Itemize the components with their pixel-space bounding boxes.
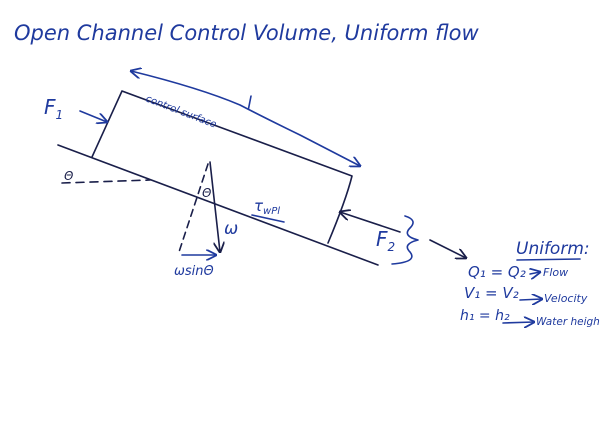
length-label: l [247,93,252,114]
f2-label: F2 [376,227,395,254]
theta-bed-label: Θ [64,169,74,183]
weight-label: ω [224,219,238,239]
arrow-flow [530,272,540,274]
arrow-height [502,322,534,323]
shear-underline [251,214,285,223]
page-title: Open Channel Control Volume, Uniform flo… [14,21,479,45]
eq-flow: Q₁ = Q₂ [468,263,526,281]
control-volume-outline [91,90,353,244]
uniform-heading: Uniform: [516,239,590,259]
f1-arrow [79,110,107,122]
weight-component-label: ωsinΘ [174,264,214,279]
length-arrow [131,71,360,166]
uniform-underline [516,258,581,261]
f1-label: F1 [44,95,63,122]
f2-arrow [340,212,401,233]
horizontal-reference-dashed [61,179,151,184]
weight-arrow [209,161,220,252]
eq-velocity: V₁ = V₂ [464,284,519,302]
control-surface-label: control surface [144,94,218,131]
weight-normal-dashed [177,163,209,256]
brace [391,215,419,265]
meaning-height: Water height [536,316,600,328]
meaning-flow: Flow [543,266,568,279]
pointer-arrow [429,239,466,258]
meaning-velocity: Velocity [544,292,588,305]
channel-bed-line [57,144,379,266]
arrow-velocity [519,299,542,300]
theta-weight-label: Θ [202,186,212,200]
shear-label: τwPl [254,197,280,217]
eq-height: h₁ = h₂ [460,308,510,324]
